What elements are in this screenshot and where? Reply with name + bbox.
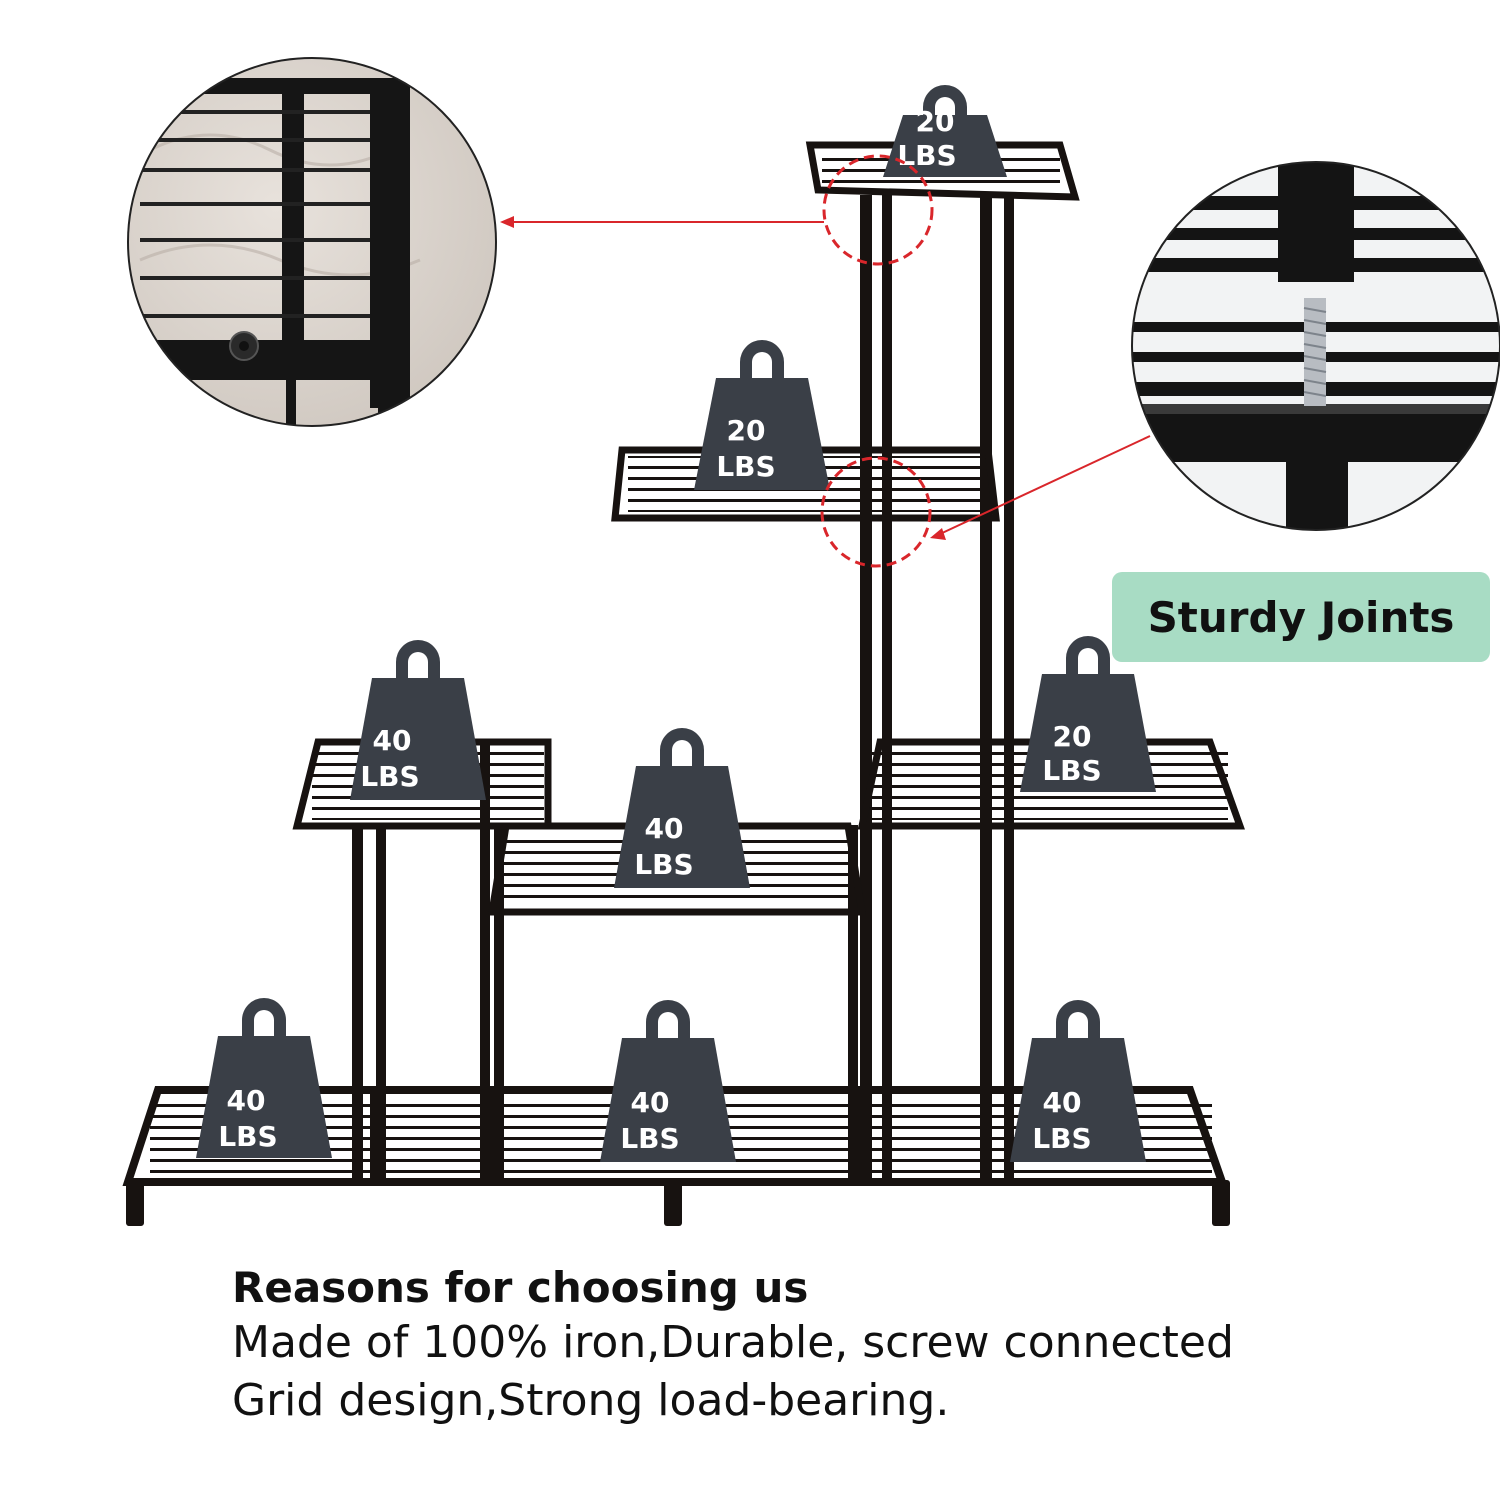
weight-unit: LBS	[1032, 1122, 1091, 1155]
foot-left	[126, 1180, 144, 1226]
weight-unit: LBS	[620, 1122, 679, 1155]
weight-unit: LBS	[218, 1120, 277, 1153]
weight-value: 20	[1053, 720, 1092, 753]
weight-unit: LBS	[716, 450, 775, 483]
weight-bottom-left: 40 LBS	[196, 998, 332, 1158]
weight-middle-center: 40 LBS	[614, 728, 750, 888]
weight-value: 40	[1043, 1086, 1082, 1119]
weight-unit: LBS	[360, 760, 419, 793]
weight-value: 20	[916, 105, 955, 138]
foot-center	[664, 1180, 682, 1226]
weight-unit: LBS	[634, 848, 693, 881]
weight-value: 40	[227, 1084, 266, 1117]
caption-line-2: Grid design,Strong load-bearing.	[232, 1375, 950, 1426]
foot-right	[1212, 1180, 1230, 1226]
detail-inset-corner	[127, 57, 497, 427]
weight-unit: LBS	[897, 139, 956, 172]
joint-highlight-second	[820, 456, 932, 568]
weight-value: 40	[645, 812, 684, 845]
weight-middle-left: 40 LBS	[350, 640, 486, 800]
weight-value: 20	[727, 414, 766, 447]
callout-arrow-right	[930, 435, 1151, 540]
caption-headline: Reasons for choosing us	[232, 1263, 809, 1312]
callout-arrow-left	[500, 216, 824, 228]
weight-second: 20 LBS	[694, 340, 830, 490]
weight-middle-right: 20 LBS	[1020, 636, 1156, 792]
weight-bottom-right: 40 LBS	[1010, 1000, 1146, 1162]
caption-line-1: Made of 100% iron,Durable, screw connect…	[232, 1317, 1234, 1368]
detail-inset-screw	[1131, 161, 1500, 531]
weight-value: 40	[631, 1086, 670, 1119]
sturdy-joints-badge: Sturdy Joints	[1112, 572, 1490, 662]
weight-value: 40	[373, 724, 412, 757]
joint-highlight-top	[822, 154, 934, 266]
weight-bottom-center: 40 LBS	[600, 1000, 736, 1162]
weight-unit: LBS	[1042, 754, 1101, 787]
weight-top: 20 LBS	[883, 85, 1007, 177]
badge-label: Sturdy Joints	[1147, 592, 1455, 642]
screw-thread	[1304, 298, 1326, 406]
caption-block: Reasons for choosing us Made of 100% iro…	[232, 1262, 1432, 1430]
